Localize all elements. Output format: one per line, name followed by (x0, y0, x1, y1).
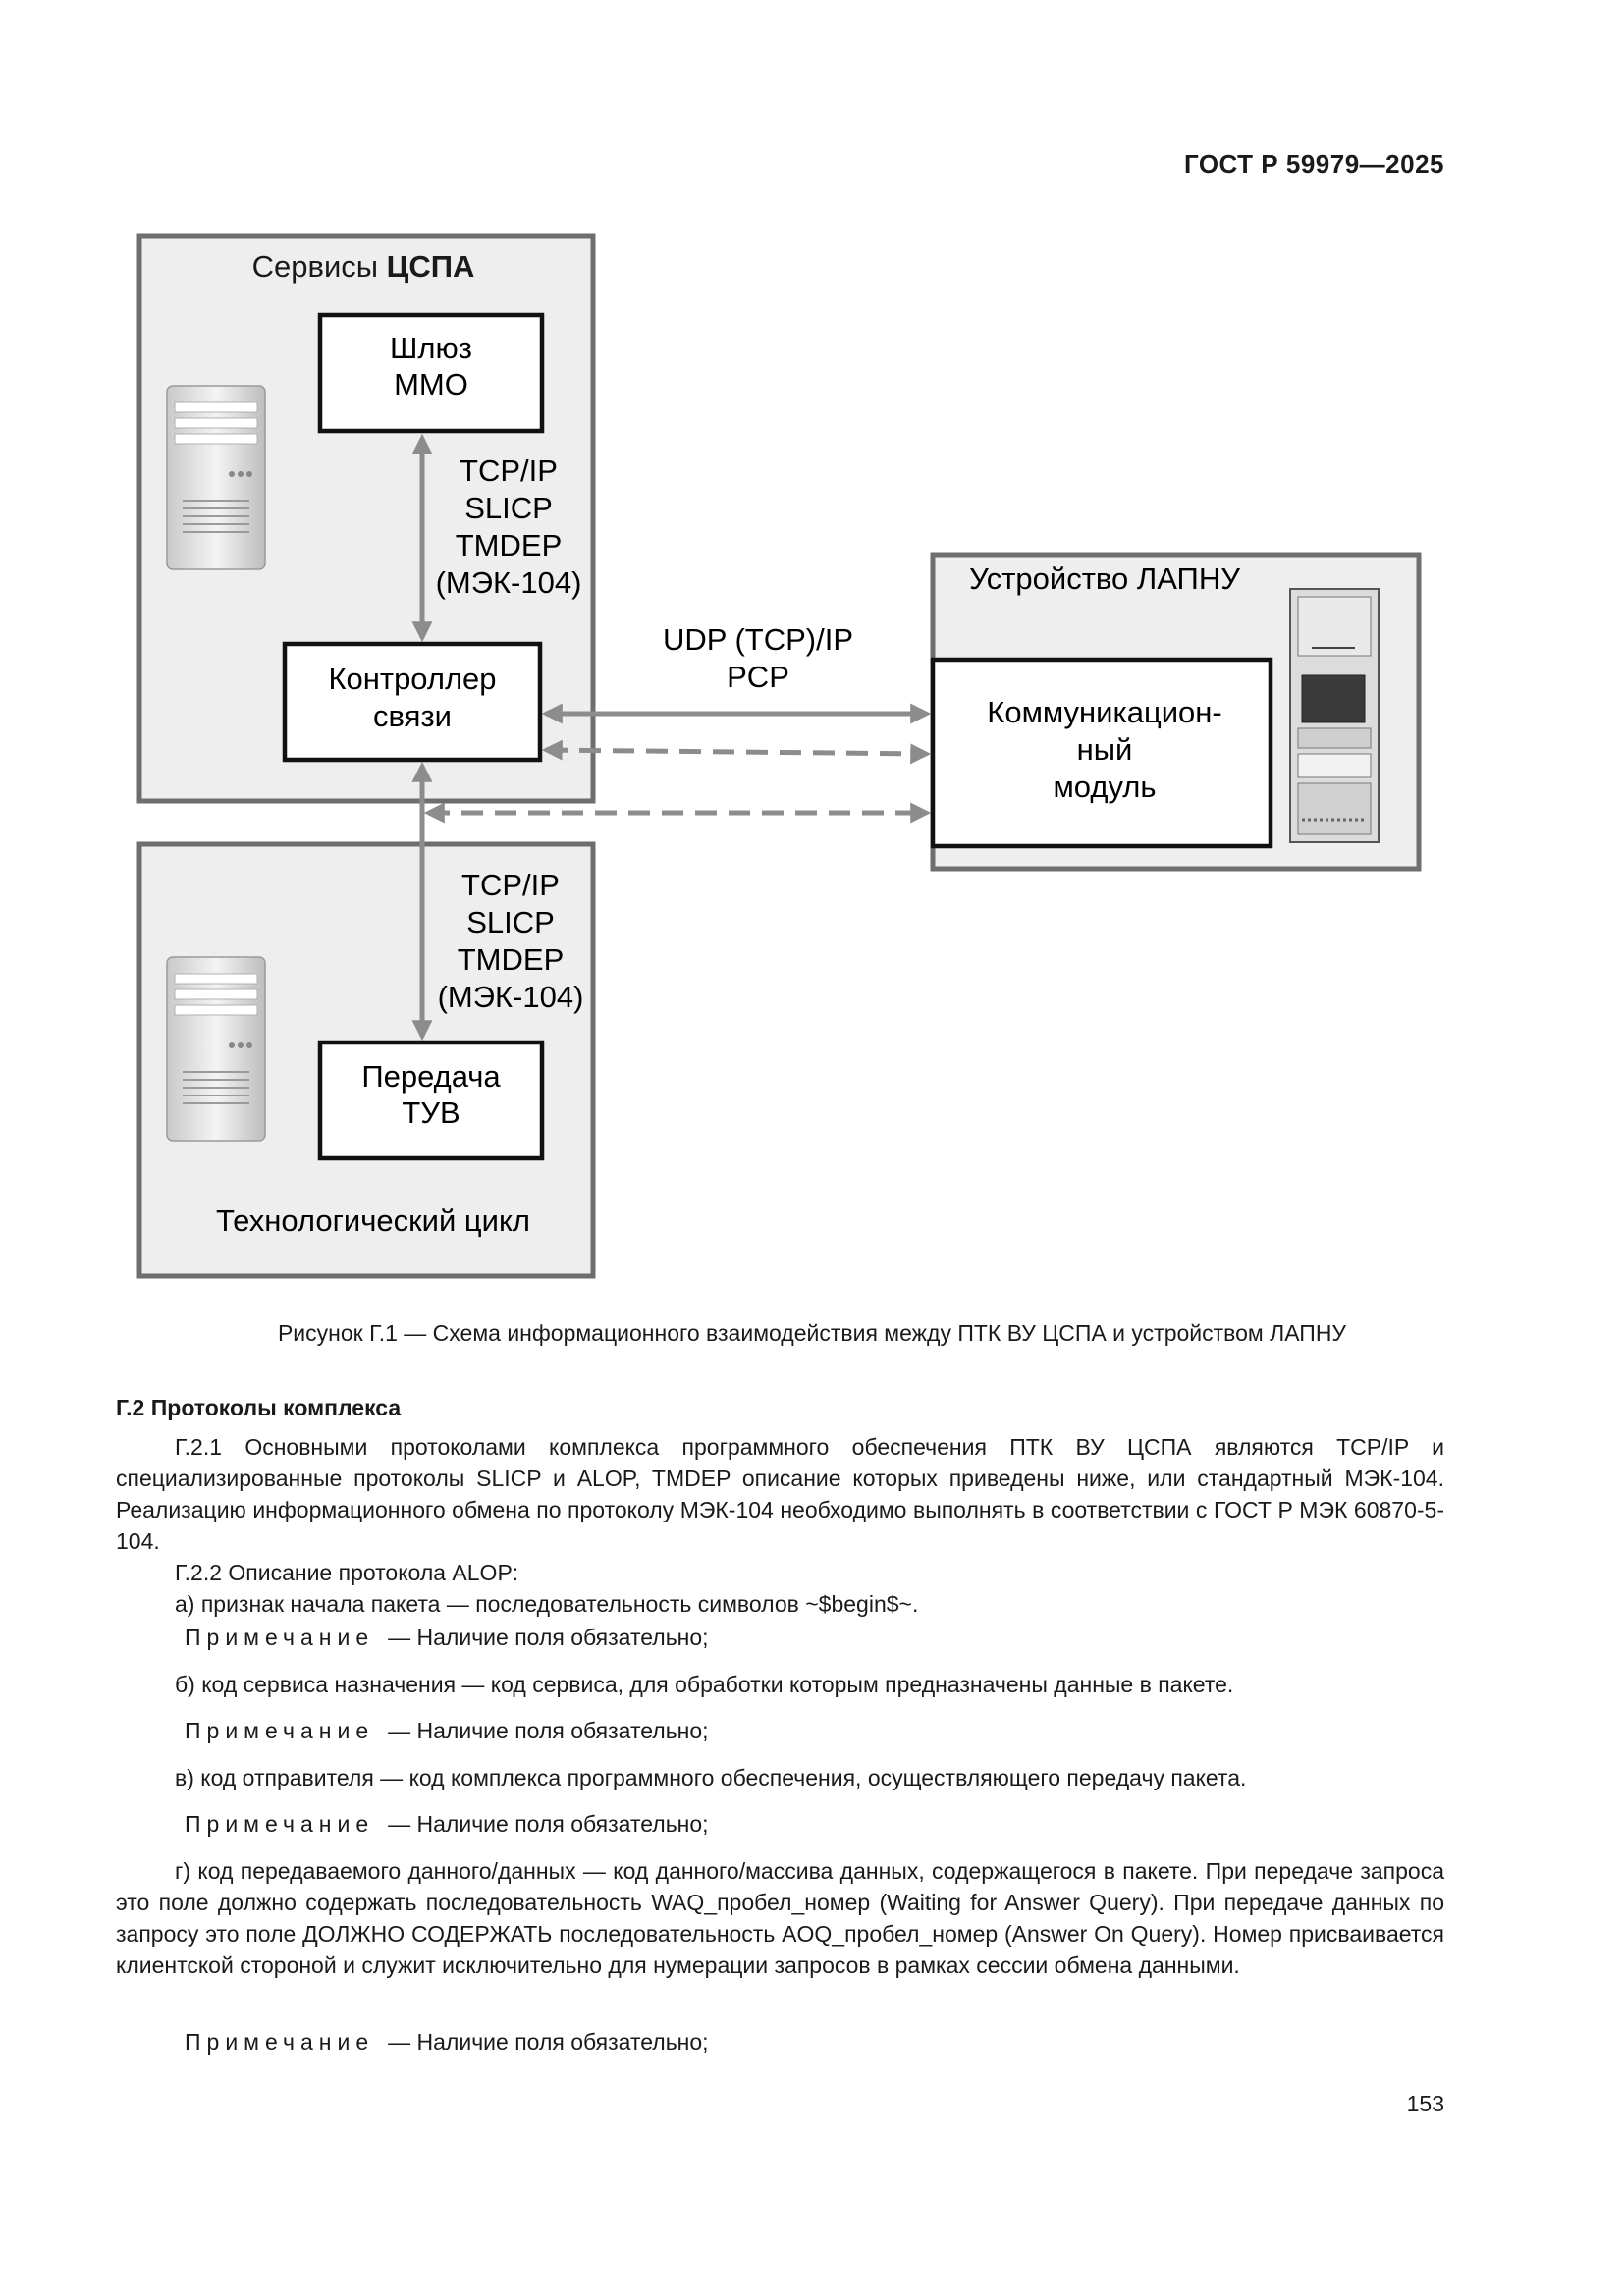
figure-caption: Рисунок Г.1 — Схема информационного взаи… (277, 1320, 1347, 1346)
protocol-label: TMDEP (456, 528, 563, 562)
item-g-block: г) код передаваемого данного/данных — ко… (116, 1855, 1444, 1981)
services-title: Сервисы ЦСПА (252, 249, 475, 284)
comm-label-line3: модуль (1053, 770, 1156, 804)
note-block: Примечание — Наличие поля обязательно; (116, 1808, 1444, 1840)
paragraph-alop: Г.2.2 Описание протокола ALOP: (175, 1560, 519, 1585)
tech-cycle-title: Технологический цикл (216, 1203, 530, 1238)
list-item-a: а) признак начала пакета — последователь… (175, 1591, 919, 1617)
list-item-b: б) код сервиса назначения — код сервиса,… (175, 1672, 1234, 1697)
comm-label-line1: Коммуникацион- (987, 695, 1221, 729)
item-b-block: б) код сервиса назначения — код сервиса,… (116, 1669, 1444, 1700)
paragraph-block: Г.2.1 Основными протоколами комплекса пр… (116, 1431, 1444, 1620)
protocol-label: TCP/IP (461, 868, 560, 902)
note-text: — Наличие поля обязательно; (388, 1718, 709, 1743)
gateway-label-line2: ММО (394, 367, 468, 401)
note-text: — Наличие поля обязательно; (388, 1625, 709, 1650)
note-text: — Наличие поля обязательно; (388, 2029, 709, 2055)
protocol-label: SLICP (464, 491, 553, 525)
note-text: — Наличие поля обязательно; (388, 1811, 709, 1837)
gateway-label-line1: Шлюз (390, 331, 472, 365)
section-heading: Г.2 Протоколы комплекса (116, 1395, 402, 1420)
controller-label-line2: связи (373, 699, 452, 733)
note-line: Примечание — Наличие поля обязательно; (116, 2026, 1444, 2057)
protocol-label: (МЭК-104) (438, 980, 584, 1014)
item-v-block: в) код отправителя — код комплекса прогр… (116, 1762, 1444, 1793)
udp-label-line1: UDP (TCP)/IP (663, 622, 853, 657)
document-code: ГОСТ Р 59979—2025 (1183, 149, 1444, 179)
comm-label-line2: ный (1077, 732, 1133, 767)
list-item-g: г) код передаваемого данного/данных — ко… (116, 1858, 1444, 1978)
transfer-label-line1: Передача (361, 1059, 501, 1094)
protocol-label: (МЭК-104) (436, 565, 582, 600)
note-line: Примечание — Наличие поля обязательно; (116, 1715, 1444, 1746)
equipment-rack-icon (1289, 588, 1380, 843)
lapnu-title: Устройство ЛАПНУ (969, 561, 1240, 596)
controller-box (282, 641, 543, 763)
protocol-label: TCP/IP (460, 454, 558, 488)
list-item-v: в) код отправителя — код комплекса прогр… (175, 1765, 1247, 1790)
transfer-label-line2: ТУВ (402, 1095, 460, 1130)
transfer-tuv-box (317, 1040, 545, 1161)
controller-label-line1: Контроллер (328, 662, 496, 696)
page-number: 153 (1406, 2091, 1444, 2116)
note-block: Примечание — Наличие поля обязательно; (116, 1715, 1444, 1746)
section-heading-block: Г.2 Протоколы комплекса (116, 1392, 1444, 1423)
note-label: Примечание (185, 1625, 375, 1650)
protocol-label: TMDEP (458, 942, 565, 977)
server-icon (166, 385, 266, 570)
protocol-label: SLICP (466, 905, 555, 939)
note-line: Примечание — Наличие поля обязательно; (116, 1808, 1444, 1840)
gateway-mmo-box (317, 312, 545, 434)
dashed-arrow-controller-comm (541, 739, 932, 765)
udp-label-line2: PCP (727, 660, 789, 694)
interaction-diagram: Сервисы ЦСПА Шлюз ММО Контроллер связи (136, 233, 1422, 1279)
paragraph-main: Г.2.1 Основными протоколами комплекса пр… (116, 1434, 1444, 1554)
note-block: Примечание — Наличие поля обязательно; (116, 1622, 1444, 1653)
note-block: Примечание — Наличие поля обязательно; (116, 2026, 1444, 2057)
note-line: Примечание — Наличие поля обязательно; (116, 1622, 1444, 1653)
server-icon (166, 956, 266, 1142)
comm-module-box (930, 657, 1273, 849)
note-label: Примечание (185, 1811, 375, 1837)
note-label: Примечание (185, 2029, 375, 2055)
note-label: Примечание (185, 1718, 375, 1743)
